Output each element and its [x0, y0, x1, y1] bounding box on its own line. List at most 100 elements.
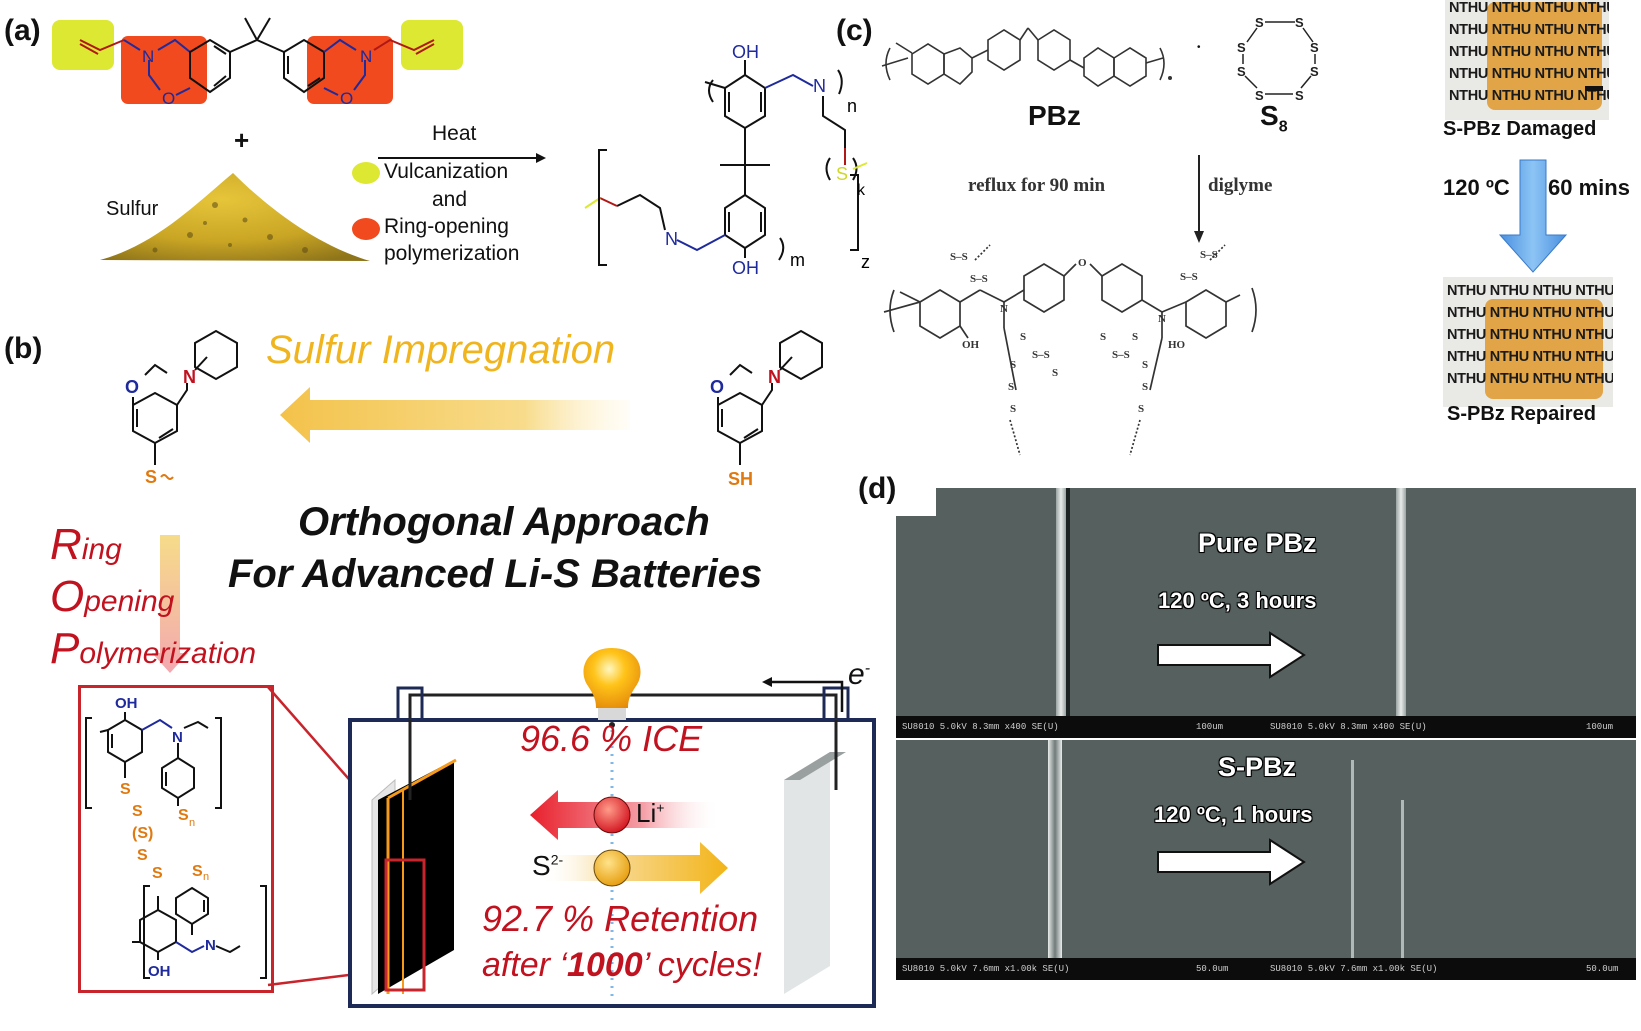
svg-text:S: S	[1132, 331, 1138, 343]
svg-text:SH: SH	[728, 469, 753, 489]
li-ion-label: Li+	[636, 798, 665, 828]
svg-text:N: N	[768, 367, 781, 387]
svg-text:O: O	[710, 377, 724, 397]
svg-text:N: N	[360, 47, 372, 66]
sem-bottom-title: S-PBz	[1218, 752, 1297, 782]
svg-text:S: S	[836, 164, 848, 184]
svg-text:S: S	[1310, 40, 1319, 55]
sulfur-impregnation-arrow	[280, 387, 630, 443]
damaged-film-photo: NTHU NTHU NTHU NTHU NTHU NTHU NTHU NTHU …	[1445, 0, 1609, 120]
svg-text:S: S	[1052, 367, 1058, 379]
svg-text:N: N	[172, 729, 183, 746]
svg-text:HO: HO	[1168, 339, 1186, 351]
sulfur-label: Sulfur	[106, 198, 159, 220]
svg-text:OH: OH	[732, 258, 759, 278]
ice-value: 96.6 % ICE	[520, 718, 703, 759]
svg-text:S–S: S–S	[950, 251, 968, 263]
sem-image-s-pbz: S-PBz 120 ºC, 1 hours SU8010 5.0kV 7.6mm…	[896, 740, 1636, 980]
svg-text:S: S	[1295, 88, 1304, 103]
plus-sign: +	[234, 125, 250, 155]
svg-text:(S): (S)	[132, 825, 153, 842]
thiol-benzoxazine-structure: O N SH	[710, 329, 823, 489]
svg-text:S: S	[1255, 15, 1264, 30]
svg-text:O: O	[1078, 257, 1087, 269]
sulfur-benzoxazine-structure: O N S	[125, 329, 238, 487]
svg-text:S: S	[1010, 359, 1016, 371]
sem-bottom-condition: 120 ºC, 1 hours	[1154, 802, 1313, 827]
svg-text:S: S	[1237, 40, 1246, 55]
svg-text:N: N	[1158, 313, 1166, 325]
svg-text:S: S	[120, 781, 131, 798]
orthogonal-title-line2: For Advanced Li-S Batteries	[228, 552, 763, 596]
svg-text:N: N	[183, 367, 196, 387]
svg-text:S: S	[1020, 331, 1026, 343]
rop-arrow	[152, 535, 188, 673]
pbz-structure	[881, 27, 1172, 87]
svg-text:n: n	[189, 817, 195, 829]
svg-text:S: S	[1100, 331, 1106, 343]
svg-text:S: S	[1008, 381, 1014, 393]
repaired-caption: S-PBz Repaired	[1447, 403, 1596, 425]
cycles-text: after ‘1000’ cycles!	[482, 946, 762, 984]
svg-text:S: S	[1010, 403, 1016, 415]
svg-text:S: S	[1138, 403, 1144, 415]
orthogonal-title-line1: Orthogonal Approach	[298, 500, 710, 544]
repaired-film-photo: NTHU NTHU NTHU NTHU NTHU NTHU NTHU NTHU …	[1443, 277, 1613, 407]
svg-text:m: m	[790, 250, 805, 270]
legend-and: and	[432, 188, 468, 211]
healing-time: 60 mins	[1548, 175, 1630, 200]
sulfur-powder-image	[100, 173, 370, 261]
electron-label: e-	[848, 658, 871, 691]
reaction-arrow	[378, 153, 546, 163]
svg-text:O: O	[125, 377, 139, 397]
svg-text:n: n	[203, 871, 209, 883]
svg-text:S–S: S–S	[970, 273, 988, 285]
svg-text:S–S: S–S	[1032, 349, 1050, 361]
plus-dot: •	[1197, 42, 1201, 53]
sem-top-title: Pure PBz	[1198, 528, 1317, 558]
rop-ring: Ring	[50, 520, 122, 569]
svg-text:S: S	[1310, 64, 1319, 79]
ring-opening-swatch	[352, 218, 380, 240]
svg-text:S: S	[152, 865, 163, 882]
s8-label: S8	[1260, 100, 1288, 136]
svg-text:OH: OH	[962, 339, 980, 351]
s8-ring-structure: S S S S S S S S	[1237, 15, 1319, 103]
panel-d-label-bg	[860, 462, 936, 516]
sem-image-pure-pbz: Pure PBz 120 ºC, 3 hours SU8010 5.0kV 8.…	[896, 488, 1636, 738]
monomer-structure: N O N O	[79, 17, 435, 108]
svg-text:k: k	[857, 182, 866, 199]
svg-text:N: N	[665, 229, 678, 249]
healing-arrow	[1498, 159, 1568, 273]
sem-top-condition: 120 ºC, 3 hours	[1158, 588, 1317, 613]
solvent-condition: diglyme	[1208, 175, 1273, 196]
damaged-caption: S-PBz Damaged	[1443, 118, 1597, 140]
healing-temperature: 120 ºC	[1443, 175, 1510, 200]
svg-text:S: S	[137, 847, 148, 864]
sem-top-scalebar: SU8010 5.0kV 8.3mm x400 SE(U) 100um SU80…	[896, 716, 1636, 738]
svg-text:S: S	[1255, 88, 1264, 103]
legend-ring-opening: Ring-opening	[384, 215, 509, 238]
battery-circuit	[371, 648, 850, 998]
panel-d-label: (d)	[858, 472, 897, 505]
sulfur-impregnation-label: Sulfur Impregnation	[266, 328, 616, 372]
svg-text:OH: OH	[115, 695, 138, 712]
panel-a-label: (a)	[4, 14, 41, 47]
svg-text:S: S	[1237, 64, 1246, 79]
sem-bottom-scalebar: SU8010 5.0kV 7.6mm x1.00k SE(U) 50.0um S…	[896, 958, 1636, 980]
scratch-line	[1048, 740, 1062, 980]
svg-text:OH: OH	[148, 963, 171, 980]
polymer-product-structure: OH N n S k N OH m z	[584, 42, 870, 278]
pbz-label: PBz	[1028, 100, 1081, 131]
svg-text:S: S	[145, 467, 157, 487]
reflux-arrow	[1194, 155, 1204, 243]
svg-text:N: N	[813, 76, 826, 96]
panel-c-label: (c)	[836, 14, 873, 47]
svg-text:N: N	[205, 937, 216, 954]
svg-text:S–S: S–S	[1180, 271, 1198, 283]
sem-top-arrow	[1157, 631, 1306, 679]
legend-polymerization: polymerization	[384, 242, 520, 265]
reflux-condition: reflux for 90 min	[968, 175, 1106, 196]
sem-bottom-arrow	[1157, 838, 1306, 886]
rop-opening: Opening	[50, 572, 175, 621]
